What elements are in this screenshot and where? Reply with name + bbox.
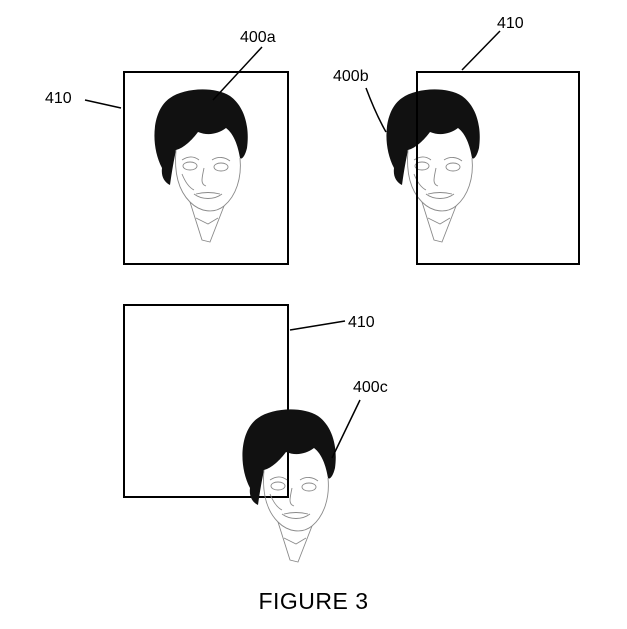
panel-a (84, 46, 289, 265)
label-frame-b: 410 (497, 15, 524, 32)
panel-b (365, 30, 580, 265)
label-face-b: 400b (333, 68, 369, 85)
label-frame-a: 410 (45, 90, 72, 107)
figure-caption: FIGURE 3 (258, 588, 369, 614)
frame-c (123, 304, 289, 498)
label-face-a: 400a (240, 29, 276, 46)
leader-frame-a (84, 99, 122, 109)
label-frame-c: 410 (348, 314, 375, 331)
leader-face-b (365, 87, 387, 133)
face-b (385, 88, 481, 243)
leader-frame-c (289, 320, 346, 331)
leader-frame-b (461, 30, 501, 71)
frame-b (416, 71, 580, 265)
label-face-c: 400c (353, 379, 388, 396)
leader-face-a (212, 46, 263, 101)
leader-face-c (331, 399, 361, 459)
frame-a (123, 71, 289, 265)
face-c (241, 408, 337, 563)
face-a (153, 88, 249, 243)
panel-c (123, 304, 361, 563)
